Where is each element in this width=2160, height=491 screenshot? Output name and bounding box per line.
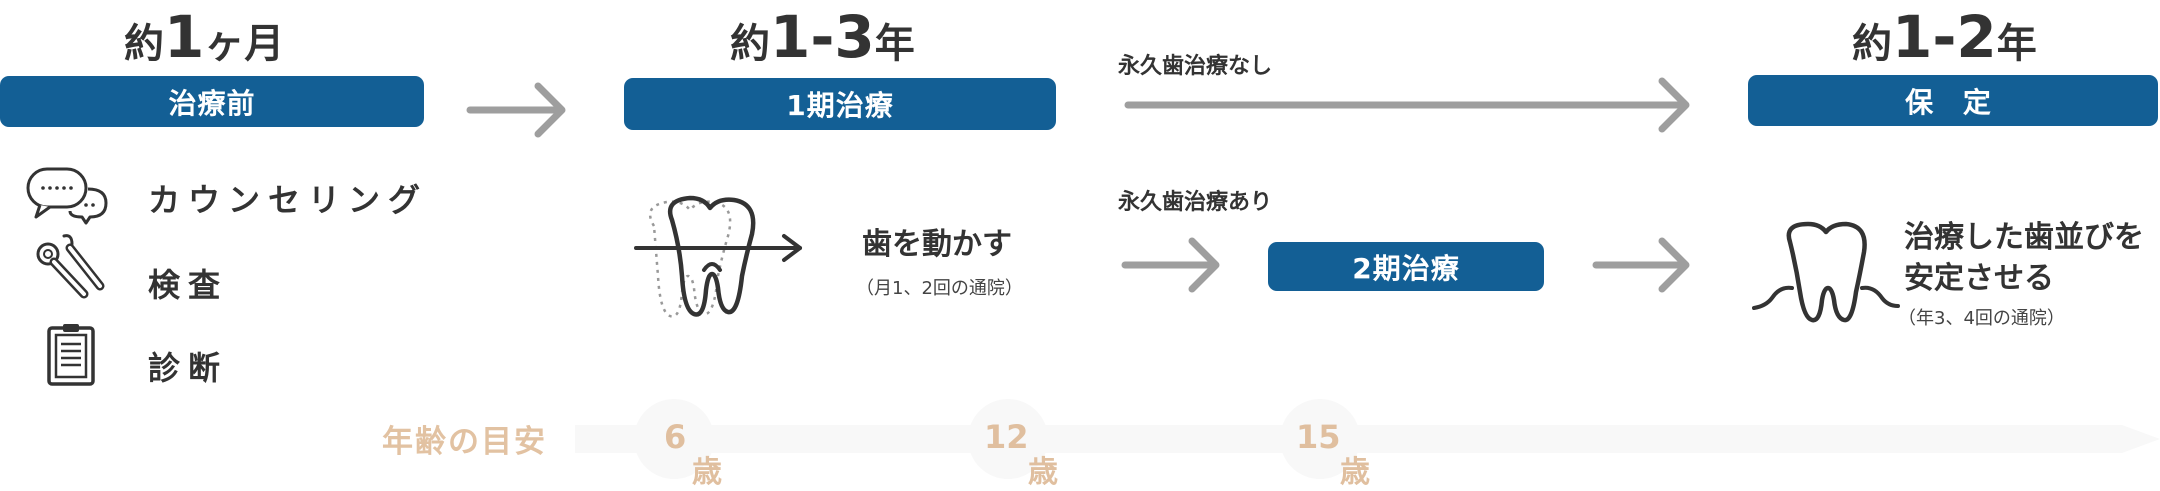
phase1-bar: 1期治療: [624, 78, 1056, 130]
pre-duration-prefix: 約: [124, 21, 164, 67]
age-marker-15-unit: 歳: [1340, 455, 1370, 490]
age-marker-6: 6: [664, 418, 687, 456]
arrow-with-permanent: [1121, 237, 1220, 293]
age-axis-title: 年齢の目安: [382, 424, 547, 460]
retention-bar: 保 定: [1748, 75, 2158, 126]
branch-with-label: 永久歯治療あり: [1118, 190, 1273, 215]
arrow-without-permanent: [1124, 77, 1690, 133]
age-marker-circle-6: [634, 399, 714, 479]
age-marker-12-unit: 歳: [1028, 455, 1058, 490]
clipboard-icon: [47, 324, 95, 386]
age-marker-6-unit: 歳: [692, 455, 722, 490]
age-marker-12: 12: [984, 418, 1029, 456]
dental-tools-icon: [36, 234, 105, 299]
retention-text-line2: 安定させる: [1904, 261, 2054, 296]
branch-without-label: 永久歯治療なし: [1118, 54, 1273, 79]
arrow-pre-to-phase1: [466, 82, 566, 138]
pre-item-diagnosis: 診断: [148, 349, 229, 387]
retention-duration-suffix: 年: [1996, 21, 2037, 67]
pre-duration-suffix: ヶ月: [204, 21, 285, 67]
speech-bubbles-icon: [26, 167, 108, 225]
arrow-phase2-to-retention: [1592, 237, 1690, 293]
pre-item-counseling: カウンセリング: [148, 181, 429, 219]
phase1-subtext: （月1、2回の通院）: [856, 278, 1023, 299]
phase1-duration-suffix: 年: [874, 21, 915, 67]
tooth-move-icon: [634, 195, 802, 318]
retention-duration: 約1-2年: [1852, 8, 2037, 66]
age-marker-15: 15: [1296, 418, 1341, 456]
retention-text-line1: 治療した歯並びを: [1904, 220, 2144, 255]
pre-phase-bar: 治療前: [0, 76, 424, 127]
phase1-duration-number: 1-3: [770, 3, 875, 71]
age-marker-circle-15: [1280, 399, 1360, 479]
phase1-text: 歯を動かす: [862, 227, 1012, 262]
phase2-bar: 2期治療: [1268, 242, 1544, 291]
age-marker-circle-12: [968, 399, 1048, 479]
pre-duration-number: 1: [164, 3, 205, 71]
tooth-gum-icon: [1752, 221, 1900, 323]
pre-duration: 約1ヶ月: [124, 8, 284, 66]
retention-subtext: （年3、4回の通院）: [1898, 308, 2065, 329]
phase1-duration: 約1-3年: [730, 8, 915, 66]
retention-duration-number: 1-2: [1892, 3, 1997, 71]
phase1-duration-prefix: 約: [730, 21, 770, 67]
retention-duration-prefix: 約: [1852, 21, 1892, 67]
pre-item-exam: 検査: [148, 266, 229, 304]
